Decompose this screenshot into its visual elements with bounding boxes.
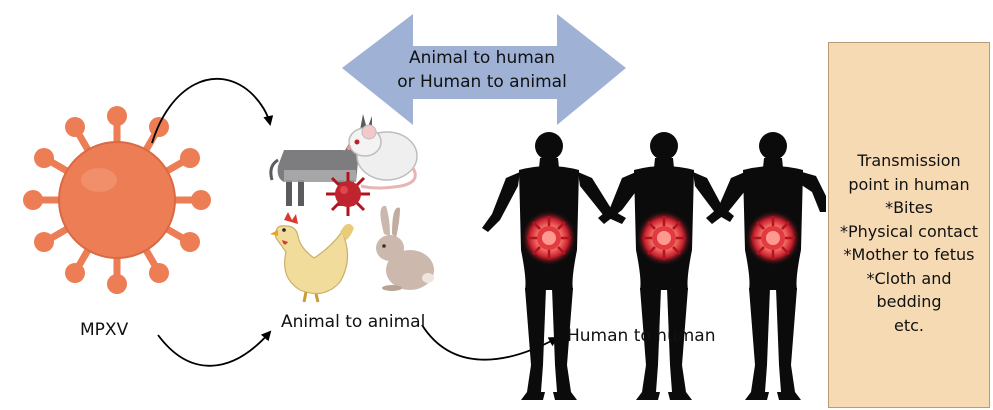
transmission-info-box: Transmission point in human *Bites *Phys… <box>828 42 990 408</box>
info-line: *Physical contact <box>829 220 989 244</box>
rabbit-icon <box>376 206 434 291</box>
info-line: Transmission <box>829 149 989 173</box>
arrow-mpxv-to-animal-to-animal <box>158 332 270 366</box>
arrow-mpxv-to-animals <box>152 79 270 143</box>
info-line: *Cloth and <box>829 267 989 291</box>
transmission-info-lines: Transmission point in human *Bites *Phys… <box>829 149 989 337</box>
human-silhouette-icon <box>519 132 579 400</box>
small-virus-icon <box>326 172 370 216</box>
human-to-human-label: Human to human <box>567 326 715 346</box>
virus-icon <box>23 106 211 294</box>
info-line: *Mother to fetus <box>829 243 989 267</box>
arrow-label-line-1: Animal to human <box>372 46 592 70</box>
chicken-icon <box>270 212 354 302</box>
human-silhouette-icon <box>634 132 694 400</box>
info-line: bedding <box>829 290 989 314</box>
bidirectional-arrow-label: Animal to human or Human to animal <box>372 46 592 94</box>
info-line: *Bites <box>829 196 989 220</box>
info-line: point in human <box>829 173 989 197</box>
arrow-label-line-2: or Human to animal <box>372 70 592 94</box>
human-silhouette-icon <box>743 132 803 400</box>
info-line: etc. <box>829 314 989 338</box>
rat-icon <box>347 125 417 188</box>
animal-to-animal-label: Animal to animal <box>281 312 425 332</box>
mpxv-label: MPXV <box>80 320 128 340</box>
